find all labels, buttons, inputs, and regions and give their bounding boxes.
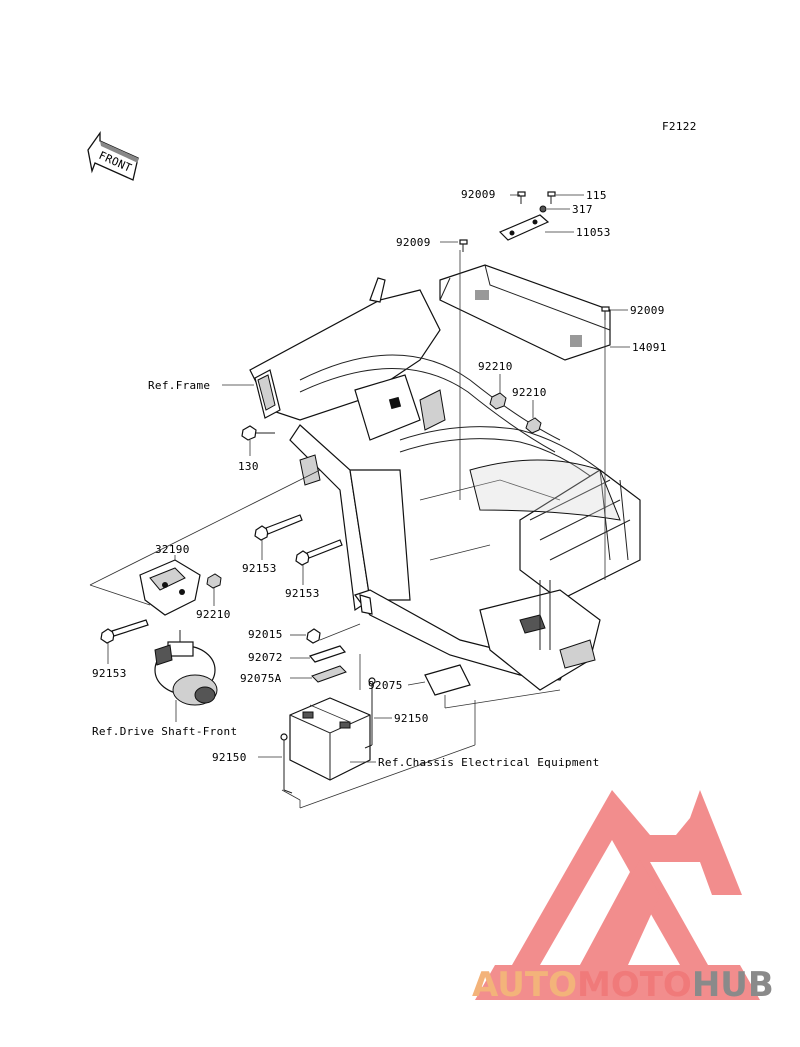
callout-317: 317 xyxy=(572,203,593,216)
callout-92009-a: 92009 xyxy=(461,188,496,201)
callout-92072: 92072 xyxy=(248,651,283,664)
frame-assembly xyxy=(249,277,641,691)
watermark-logo: AUTOMOTOHUB xyxy=(472,790,774,1005)
rod-92150-b xyxy=(280,733,293,794)
callout-92150-b: 92150 xyxy=(212,751,247,764)
callout-92210-a: 92210 xyxy=(478,360,513,373)
callout-115: 115 xyxy=(586,189,607,202)
callout-130: 130 xyxy=(238,460,259,473)
bolt-92153-a xyxy=(254,514,303,541)
nut-92015 xyxy=(306,628,321,644)
callout-labels: 92009 115 317 92009 11053 92009 14091 92… xyxy=(92,188,667,769)
callout-ref-chassis-electrical: Ref.Chassis Electrical Equipment xyxy=(378,756,600,769)
callout-92153-c: 92153 xyxy=(92,667,127,680)
bolt-92009-c xyxy=(601,306,610,320)
rod-92150-a xyxy=(364,677,376,749)
bracket-32190 xyxy=(139,559,201,616)
watermark-auto: AUTOMOTOHUB xyxy=(472,965,774,1005)
callout-92009-b: 92009 xyxy=(396,236,431,249)
front-direction-arrow-icon: FRONT xyxy=(87,130,139,181)
bolt-115 xyxy=(547,191,556,204)
bolt-92153-c xyxy=(100,619,149,644)
pad-92075A xyxy=(311,665,347,683)
bolt-92009-b xyxy=(459,239,468,252)
front-differential xyxy=(154,630,218,706)
nut-92210-a xyxy=(489,392,507,410)
callout-92075A: 92075A xyxy=(240,672,282,685)
callout-14091: 14091 xyxy=(632,341,667,354)
washer-317 xyxy=(539,205,547,213)
nut-92210-b xyxy=(525,417,542,434)
pad-92075 xyxy=(424,664,471,696)
bolt-130 xyxy=(241,425,275,441)
figure-code: F2122 xyxy=(662,120,697,133)
callout-92075: 92075 xyxy=(368,679,403,692)
leader-lines xyxy=(89,194,630,809)
battery xyxy=(289,697,371,781)
callout-92015: 92015 xyxy=(248,628,283,641)
bracket-11053 xyxy=(498,214,550,241)
callout-92009-c: 92009 xyxy=(630,304,665,317)
nut-92210-c xyxy=(206,573,222,589)
bolt-92153-b xyxy=(295,539,343,566)
callout-92150-a: 92150 xyxy=(394,712,429,725)
bolt-92009-a xyxy=(517,191,526,204)
callout-92153-b: 92153 xyxy=(285,587,320,600)
callout-ref-drive-shaft: Ref.Drive Shaft-Front xyxy=(92,725,237,738)
callout-92210-c: 92210 xyxy=(196,608,231,621)
callout-11053: 11053 xyxy=(576,226,611,239)
callout-ref-frame: Ref.Frame xyxy=(148,379,210,392)
plate-92072 xyxy=(308,645,347,663)
cover-14091 xyxy=(439,264,611,361)
callout-92210-b: 92210 xyxy=(512,386,547,399)
callout-92153-a: 92153 xyxy=(242,562,277,575)
logo-triangle-icon xyxy=(475,790,760,1000)
callout-32190: 32190 xyxy=(155,543,190,556)
